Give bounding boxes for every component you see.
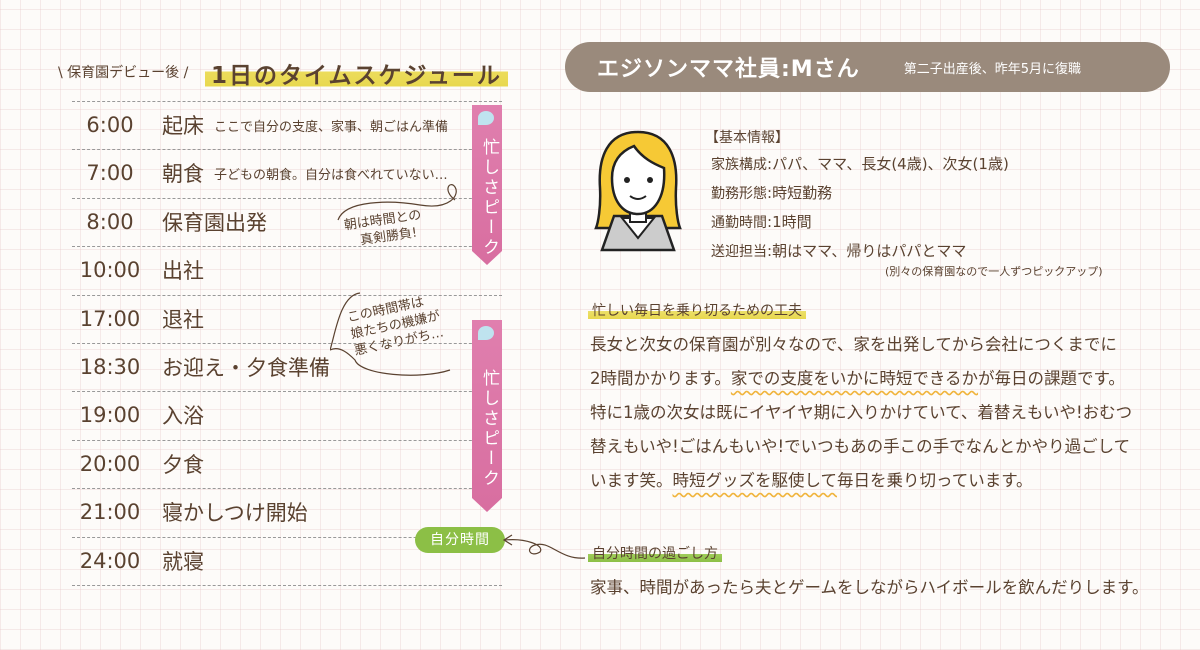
tips-heading: 忙しい毎日を乗り切るための工夫 xyxy=(588,300,806,320)
tips-line: 替えもいや!ごはんもいや!でいつもあの手この手でなんとかやり過ごして xyxy=(590,437,1131,456)
peak-label: 忙しさピーク xyxy=(479,138,499,258)
text: います笑。 xyxy=(590,471,673,490)
row-time: 8:00 xyxy=(86,209,134,234)
text: が毎日の課題です。 xyxy=(978,369,1125,388)
schedule-row: 17:00 退社 xyxy=(72,295,472,343)
text: 2時間かかります。 xyxy=(590,369,731,388)
schedule-row: 8:00 保育園出発 xyxy=(72,198,472,246)
profile-note: 第二子出産後、昨年5月に復職 xyxy=(903,61,1081,77)
row-time: 6:00 xyxy=(86,113,134,137)
row-divider xyxy=(72,488,502,490)
own-time-badge: 自分時間 xyxy=(415,527,505,553)
tips-paragraph: 長女と次女の保育園が別々なので、家を出発してから会社につくまでに 2時間かかりま… xyxy=(590,328,1132,498)
own-time-heading: 自分時間の過ごし方 xyxy=(588,543,722,563)
tips-line: 特に1歳の次女は既にイヤイヤ期に入りかけていて、着替えもいや!おむつ xyxy=(590,403,1133,422)
peak-label: 忙しさピーク xyxy=(479,369,499,489)
row-divider xyxy=(72,149,502,151)
row-time: 17:00 xyxy=(79,306,141,331)
row-time: 7:00 xyxy=(86,161,134,186)
info-value: 朝はママ、帰りはパパとママ xyxy=(772,242,967,260)
schedule-row: 20:00 夕食 xyxy=(72,440,472,488)
row-time: 19:00 xyxy=(79,403,141,428)
schedule-row: 6:00 起床 ここで自分の支度、家事、朝ごはん準備 xyxy=(72,101,472,149)
annotation-curves xyxy=(330,184,457,376)
row-activity: 出社 xyxy=(162,259,204,284)
row-activity: 就寝 xyxy=(162,549,204,574)
info-value: 時短勤務 xyxy=(772,184,833,202)
avatar xyxy=(594,130,682,252)
schedule-subtitle: \ 保育園デビュー後 / xyxy=(58,65,189,81)
schedule-title: 1日のタイムスケジュール xyxy=(205,56,508,90)
schedule-row: 7:00 朝食 子どもの朝食。自分は食べれていない… xyxy=(72,149,472,197)
basic-info-row: 家族構成:パパ、ママ、長女(4歳)、次女(1歳) xyxy=(711,155,1009,173)
row-divider xyxy=(72,101,502,102)
row-time: 18:30 xyxy=(79,355,141,379)
row-activity: 朝食 xyxy=(162,162,204,187)
row-time: 20:00 xyxy=(79,451,141,476)
row-divider xyxy=(72,391,502,393)
row-activity: お迎え・夕食準備 xyxy=(162,356,330,380)
tips-line: います笑。時短グッズを駆使して毎日を乗り切っています。 xyxy=(590,464,1132,498)
row-divider xyxy=(72,536,502,538)
sweat-drop-icon xyxy=(478,111,494,125)
schedule-row: 21:00 寝かしつけ開始 xyxy=(72,488,472,536)
row-activity: 寝かしつけ開始 xyxy=(162,501,308,526)
row-activity: 入浴 xyxy=(162,404,204,429)
schedule-row: 10:00 出社 xyxy=(72,246,472,294)
schedule-row: 18:30 お迎え・夕食準備 xyxy=(72,343,472,391)
row-divider xyxy=(72,294,502,296)
own-time-text: 家事、時間があったら夫とゲームをしながらハイボールを飲んだりします。 xyxy=(590,578,1149,597)
tips-line: 2時間かかります。家での支度をいかに時短できるかが毎日の課題です。 xyxy=(590,362,1132,396)
info-value: 1時間 xyxy=(772,213,812,231)
schedule-row: 24:00 就寝 xyxy=(72,537,472,585)
row-activity: 保育園出発 xyxy=(162,210,267,235)
info-key: 送迎担当 xyxy=(711,244,767,260)
info-key: 家族構成 xyxy=(711,157,767,173)
schedule-row: 19:00 入浴 xyxy=(72,391,472,439)
row-divider xyxy=(72,439,502,441)
basic-info: 【基本情報】 家族構成:パパ、ママ、長女(4歳)、次女(1歳) 勤務形態:時短勤務… xyxy=(705,126,1103,278)
row-activity: 起床 xyxy=(162,114,204,138)
own-time-arrow xyxy=(502,534,586,559)
tips-line: 長女と次女の保育園が別々なので、家を出発してから会社につくまでに xyxy=(590,335,1117,354)
emphasis: 時短グッズを駆使して xyxy=(672,471,838,490)
profile-header: エジソンママ社員:Mさん 第二子出産後、昨年5月に復職 xyxy=(565,42,1170,92)
basic-info-row: 勤務形態:時短勤務 xyxy=(711,184,833,202)
basic-info-row: 通勤時間:1時間 xyxy=(711,213,812,231)
row-divider xyxy=(72,343,502,344)
row-divider xyxy=(72,585,502,586)
basic-heading: 【基本情報】 xyxy=(705,130,789,146)
row-activity: 夕食 xyxy=(162,452,204,477)
row-divider xyxy=(72,246,502,248)
row-time: 10:00 xyxy=(79,258,141,283)
pickup-note: (別々の保育園なので一人ずつピックアップ) xyxy=(885,265,1103,278)
sweat-drop-icon xyxy=(478,326,494,340)
row-divider xyxy=(72,197,502,199)
row-time: 24:00 xyxy=(79,548,141,573)
info-value: パパ、ママ、長女(4歳)、次女(1歳) xyxy=(772,155,1009,173)
row-time: 21:00 xyxy=(79,500,141,525)
text: 毎日を乗り切っています。 xyxy=(837,471,1033,490)
busy-peak-banner-evening: 忙しさピーク xyxy=(472,320,502,512)
info-key: 勤務形態 xyxy=(711,186,767,202)
emphasis: 家での支度をいかに時短できるか xyxy=(730,369,979,388)
info-key: 通勤時間 xyxy=(711,215,767,231)
busy-peak-banner-morning: 忙しさピーク xyxy=(472,105,502,265)
profile-name: エジソンママ社員:Mさん xyxy=(597,57,860,82)
row-activity: 退社 xyxy=(162,307,204,332)
row-note: ここで自分の支度、家事、朝ごはん準備 xyxy=(214,119,449,135)
row-note: 子どもの朝食。自分は食べれていない… xyxy=(214,167,448,183)
basic-info-row: 送迎担当:朝はママ、帰りはパパとママ xyxy=(711,242,967,260)
